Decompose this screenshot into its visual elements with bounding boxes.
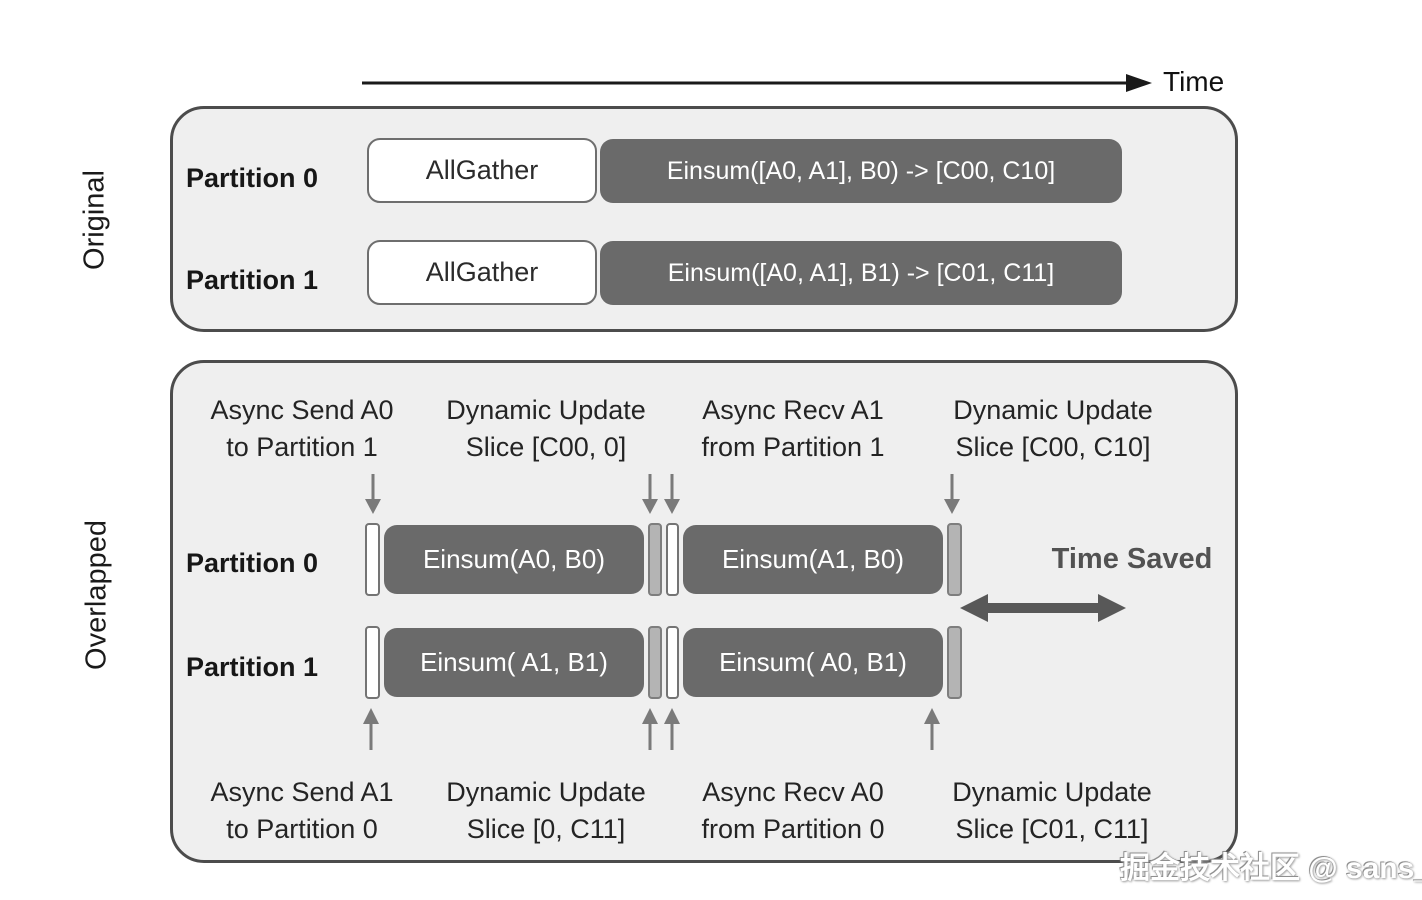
original-partition0-label: Partition 0	[186, 163, 319, 193]
p0-dynamic-update-bar-2	[947, 523, 962, 596]
p1-einsum1-bar: Einsum( A1, B1)	[384, 628, 644, 697]
p1-dynamic-update-bar-2	[947, 626, 962, 699]
original-p0-allgather-bar: AllGather	[367, 138, 597, 203]
annotation-dynamic-update-0-c11: Dynamic Update Slice [0, C11]	[446, 777, 646, 844]
annotation-async-recv-a0: Async Recv A0 from Partition 0	[701, 777, 885, 844]
p1-async-send-bar	[365, 626, 380, 699]
up-arrow-icon	[924, 708, 940, 750]
up-arrow-icon	[664, 708, 680, 750]
p1-dynamic-update-bar-1	[648, 626, 662, 699]
original-p1-allgather-bar: AllGather	[367, 240, 597, 305]
time-saved-arrow-icon	[960, 594, 1126, 622]
p0-einsum1-bar: Einsum(A0, B0)	[384, 525, 644, 594]
annotation-dynamic-update-c00-c10: Dynamic Update Slice [C00, C10]	[953, 395, 1153, 462]
overlapped-section-label: Overlapped	[80, 520, 113, 670]
einsum-label: Einsum([A0, A1], B0) -> [C00, C10]	[666, 156, 1056, 185]
einsum-label: Einsum([A0, A1], B1) -> [C01, C11]	[667, 258, 1055, 287]
down-arrow-icon	[365, 474, 381, 514]
time-saved-label: Time Saved	[1051, 543, 1213, 575]
annotation-async-send-a0: Async Send A0 to Partition 1	[210, 395, 394, 462]
p0-async-recv-bar	[666, 523, 679, 596]
original-partition1-label: Partition 1	[186, 265, 319, 295]
p1-einsum2-bar: Einsum( A0, B1)	[683, 628, 943, 697]
original-section-label: Original	[78, 170, 111, 270]
down-arrow-icon	[642, 474, 658, 514]
time-axis-label: Time	[1163, 66, 1225, 97]
annotation-async-recv-a1: Async Recv A1 from Partition 1	[701, 395, 885, 462]
einsum-label: Einsum( A0, B1)	[719, 647, 907, 677]
annotation-async-send-a1: Async Send A1 to Partition 0	[210, 777, 394, 844]
time-axis-arrow-icon	[362, 74, 1152, 92]
p0-dynamic-update-bar-1	[648, 523, 662, 596]
allgather-label: AllGather	[425, 257, 539, 287]
down-arrow-icon	[664, 474, 680, 514]
annotation-dynamic-update-c00-0: Dynamic Update Slice [C00, 0]	[446, 395, 646, 462]
original-p1-einsum-bar: Einsum([A0, A1], B1) -> [C01, C11]	[600, 241, 1122, 305]
down-arrow-icon	[944, 474, 960, 514]
p0-async-send-bar	[365, 523, 380, 596]
annotation-dynamic-update-c01-c11: Dynamic Update Slice [C01, C11]	[952, 777, 1152, 844]
p0-einsum2-bar: Einsum(A1, B0)	[683, 525, 943, 594]
einsum-label: Einsum(A1, B0)	[721, 544, 905, 574]
original-p0-einsum-bar: Einsum([A0, A1], B0) -> [C00, C10]	[600, 139, 1122, 203]
allgather-label: AllGather	[425, 155, 539, 185]
overlapped-partition0-label: Partition 0	[186, 548, 319, 578]
p1-async-recv-bar	[666, 626, 679, 699]
up-arrow-icon	[642, 708, 658, 750]
up-arrow-icon	[363, 708, 379, 750]
einsum-label: Einsum(A0, B0)	[422, 544, 606, 574]
overlapped-partition1-label: Partition 1	[186, 652, 319, 682]
einsum-label: Einsum( A1, B1)	[420, 647, 608, 677]
watermark-text: 掘金技术社区 @ sans_	[1120, 852, 1422, 885]
